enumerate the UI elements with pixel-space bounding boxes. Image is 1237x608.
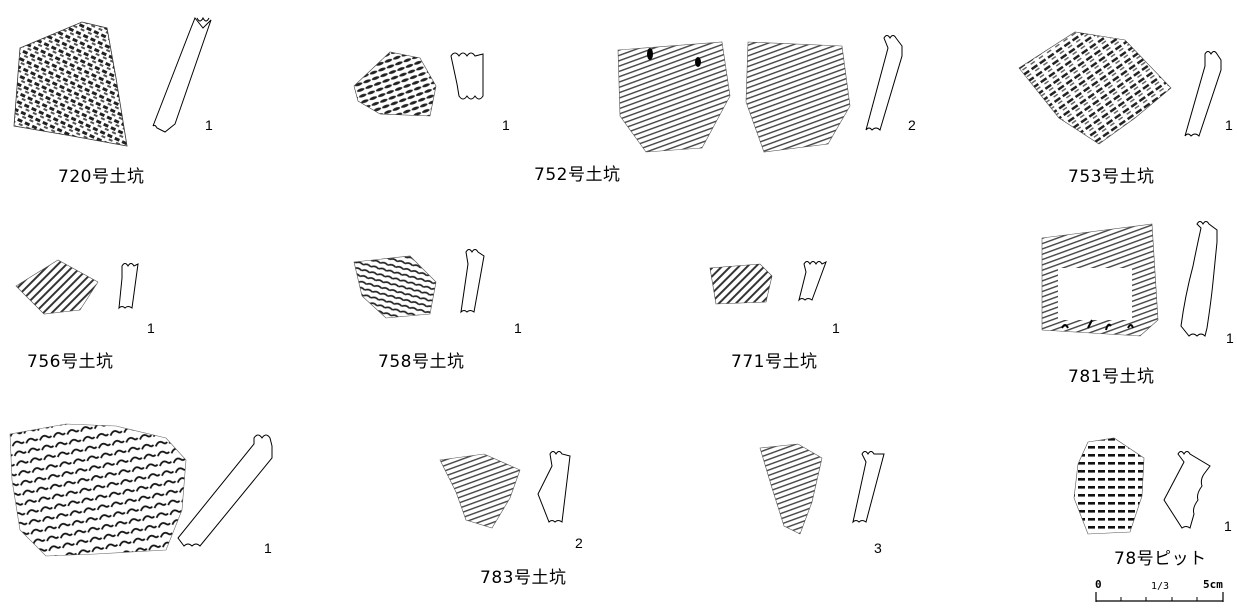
sherd-rubbing-771-1 bbox=[709, 263, 773, 305]
sherd-profile-752-2 bbox=[865, 35, 903, 131]
figure-number: 1 bbox=[264, 540, 272, 556]
sherd-profile-756-1 bbox=[118, 263, 139, 310]
sherd-rubbing-752-1 bbox=[353, 51, 437, 117]
sherd-profile-783-1 bbox=[177, 434, 273, 547]
sherd-rubbing-781-1 bbox=[1041, 223, 1159, 337]
sherd-profile-758-1 bbox=[460, 249, 485, 314]
sherd-rubbing-78pit-1 bbox=[1073, 437, 1145, 535]
figure-number: 1 bbox=[1226, 330, 1234, 346]
feature-caption: 752号土坑 bbox=[534, 165, 621, 185]
scale-bar-start-label: 0 bbox=[1095, 578, 1102, 591]
sherd-rubbing-752-2a bbox=[617, 41, 731, 153]
figure-number: 1 bbox=[502, 117, 510, 133]
sherd-profile-771-1 bbox=[798, 260, 827, 302]
feature-caption: 758号土坑 bbox=[378, 352, 465, 372]
sherd-profile-78pit-1 bbox=[1163, 451, 1211, 529]
sherd-profile-783-2 bbox=[537, 451, 571, 523]
figure-number: 1 bbox=[1225, 117, 1233, 133]
sherd-rubbing-783-2 bbox=[439, 453, 521, 529]
feature-caption: 753号土坑 bbox=[1068, 167, 1155, 187]
feature-caption: 756号土坑 bbox=[27, 352, 114, 372]
feature-caption: 78号ピット bbox=[1114, 549, 1207, 569]
feature-caption: 781号土坑 bbox=[1068, 367, 1155, 387]
sherd-profile-720-1 bbox=[152, 16, 212, 133]
sherd-rubbing-783-1 bbox=[9, 423, 187, 557]
sherd-rubbing-783-3 bbox=[759, 443, 823, 535]
figure-number: 2 bbox=[575, 535, 583, 551]
sherd-profile-752-1 bbox=[450, 52, 484, 100]
sherd-profile-783-3 bbox=[852, 451, 885, 524]
sherd-profile-753-1 bbox=[1184, 51, 1222, 137]
figure-number: 1 bbox=[514, 320, 522, 336]
sherd-rubbing-752-2b bbox=[745, 41, 851, 153]
scale-bar bbox=[1095, 592, 1224, 602]
feature-caption: 720号土坑 bbox=[58, 167, 145, 187]
scale-bar-end-label: 5cm bbox=[1203, 578, 1223, 591]
feature-caption: 783号土坑 bbox=[480, 568, 567, 588]
figure-number: 1 bbox=[1224, 518, 1232, 534]
figure-number: 3 bbox=[874, 540, 882, 556]
figure-number: 1 bbox=[832, 320, 840, 336]
feature-caption: 771号土坑 bbox=[731, 352, 818, 372]
sherd-rubbing-758-1 bbox=[353, 255, 437, 319]
figure-number: 1 bbox=[205, 117, 213, 133]
sherd-rubbing-756-1 bbox=[15, 259, 99, 315]
sherd-rubbing-753-1 bbox=[1018, 31, 1172, 145]
scale-bar-ratio-label: 1/3 bbox=[1151, 581, 1170, 592]
figure-number: 2 bbox=[908, 117, 916, 133]
sherd-profile-781-1 bbox=[1180, 221, 1218, 337]
figure-number: 1 bbox=[147, 320, 155, 336]
sherd-rubbing-720-1 bbox=[13, 21, 128, 147]
